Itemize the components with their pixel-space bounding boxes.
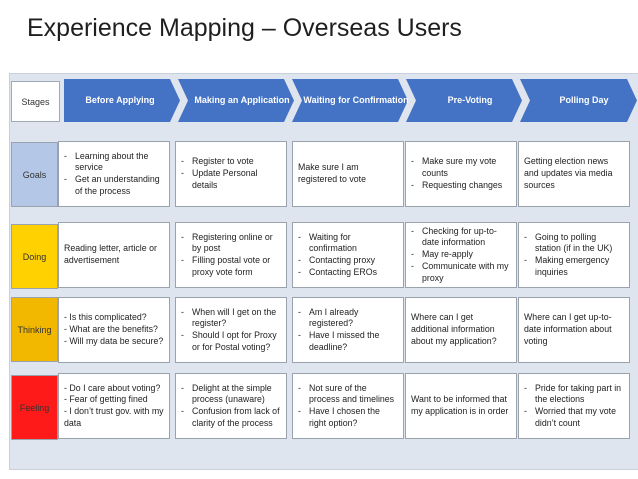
cell-list: Getting election news and updates via me…	[524, 156, 624, 191]
stage-making-application: Making an Application	[194, 95, 290, 106]
cell-list: Pride for taking part in the electionsWo…	[524, 383, 624, 430]
cell-line: Waiting for confirmation	[298, 232, 398, 255]
cell-list: Going to polling station (if in the UK)M…	[524, 232, 624, 279]
cell-list: Waiting for confirmationContacting proxy…	[298, 232, 398, 279]
cell-line: Registering online or by post	[181, 232, 281, 255]
cell-line: Make sure my vote counts	[411, 156, 511, 179]
cell-line: Contacting EROs	[298, 267, 398, 279]
map-cell: Pride for taking part in the electionsWo…	[518, 373, 630, 439]
cell-line: - Do I care about voting?	[64, 382, 161, 393]
page-title: Experience Mapping – Overseas Users	[27, 14, 462, 42]
cell-line: Confusion from lack of clarity of the pr…	[181, 406, 281, 429]
cell-line: Getting election news and updates via me…	[524, 156, 613, 190]
cell-line: Requesting changes	[411, 180, 511, 192]
row-label-doing: Doing	[11, 224, 58, 289]
map-cell: Am I already registered?Have I missed th…	[292, 297, 404, 363]
cell-line: Pride for taking part in the elections	[524, 383, 624, 406]
cell-list: - Is this complicated?- What are the ben…	[64, 312, 163, 347]
cell-line: - Is this complicated?	[64, 312, 147, 323]
map-cell: Where can I get additional information a…	[405, 297, 517, 363]
cell-line: Learning about the service	[64, 151, 164, 174]
cell-line: Am I already registered?	[298, 307, 398, 330]
map-cell: Getting election news and updates via me…	[518, 141, 630, 207]
cell-line: Reading letter, article or advertisement	[64, 243, 157, 265]
cell-list: Where can I get up-to-date information a…	[524, 312, 624, 347]
map-cell: Register to voteUpdate Personal details	[175, 141, 287, 207]
row-label-feeling: Feeling	[11, 375, 58, 440]
stage-before-applying: Before Applying	[85, 95, 155, 106]
map-cell: Want to be informed that my application …	[405, 373, 517, 439]
cell-line: Have I chosen the right option?	[298, 406, 398, 429]
cell-line: Get an understanding of the process	[64, 174, 164, 197]
cell-line: Communicate with my proxy	[411, 261, 511, 284]
map-cell: Make sure my vote countsRequesting chang…	[405, 141, 517, 207]
cell-line: Want to be informed that my application …	[411, 394, 509, 416]
cell-line: Contacting proxy	[298, 255, 398, 267]
cell-list: Reading letter, article or advertisement	[64, 243, 164, 266]
map-cell: Not sure of the process and timelinesHav…	[292, 373, 404, 439]
cell-list: Where can I get additional information a…	[411, 312, 511, 347]
map-cell: Make sure I am registered to vote	[292, 141, 404, 207]
map-cell: When will I get on the register?Should I…	[175, 297, 287, 363]
cell-line: Where can I get additional information a…	[411, 312, 497, 346]
stages-label: Stages	[11, 81, 60, 122]
row-label-goals: Goals	[11, 142, 58, 207]
cell-list: Not sure of the process and timelinesHav…	[298, 383, 398, 430]
cell-line: Delight at the simple process (unaware)	[181, 383, 281, 406]
cell-line: Should I opt for Proxy or for Postal vot…	[181, 330, 281, 353]
cell-line: - I don’t trust gov. with my data	[64, 406, 164, 428]
cell-list: When will I get on the register?Should I…	[181, 307, 281, 354]
map-cell: Going to polling station (if in the UK)M…	[518, 222, 630, 288]
cell-line: Not sure of the process and timelines	[298, 383, 398, 406]
cell-line: Make sure I am registered to vote	[298, 162, 366, 184]
map-cell: Registering online or by postFilling pos…	[175, 222, 287, 288]
stage-waiting-confirmation: Waiting for Confirmation	[303, 95, 409, 106]
map-cell: Waiting for confirmationContacting proxy…	[292, 222, 404, 288]
map-cell: Learning about the serviceGet an underst…	[58, 141, 170, 207]
stage-pre-voting: Pre-Voting	[447, 95, 493, 106]
map-cell: Where can I get up-to-date information a…	[518, 297, 630, 363]
cell-line: Where can I get up-to-date information a…	[524, 312, 612, 346]
cell-line: Worried that my vote didn’t count	[524, 406, 624, 429]
cell-line: Going to polling station (if in the UK)	[524, 232, 624, 255]
map-cell: - Do I care about voting?- Fear of getti…	[58, 373, 170, 439]
row-label-thinking: Thinking	[11, 297, 58, 362]
cell-list: Registering online or by postFilling pos…	[181, 232, 281, 279]
cell-line: - What are the benefits?	[64, 324, 158, 335]
cell-list: Make sure I am registered to vote	[298, 162, 398, 185]
cell-list: Am I already registered?Have I missed th…	[298, 307, 398, 354]
stage-polling-day: Polling Day	[559, 95, 609, 106]
cell-line: Register to vote	[181, 156, 281, 168]
cell-line: - Will my data be secure?	[64, 335, 164, 346]
cell-line: When will I get on the register?	[181, 307, 281, 330]
cell-line: - Fear of getting fined	[64, 394, 148, 405]
map-cell: Reading letter, article or advertisement	[58, 222, 170, 288]
cell-list: Delight at the simple process (unaware)C…	[181, 383, 281, 430]
cell-list: Register to voteUpdate Personal details	[181, 156, 281, 191]
cell-list: Checking for up-to-date informationMay r…	[411, 226, 511, 284]
map-cell: Delight at the simple process (unaware)C…	[175, 373, 287, 439]
cell-list: Learning about the serviceGet an underst…	[64, 151, 164, 198]
cell-line: Have I missed the deadline?	[298, 330, 398, 353]
map-cell: - Is this complicated?- What are the ben…	[58, 297, 170, 363]
cell-list: Want to be informed that my application …	[411, 394, 511, 417]
cell-line: May re-apply	[411, 249, 511, 261]
cell-line: Making emergency inquiries	[524, 255, 624, 278]
cell-line: Checking for up-to-date information	[411, 226, 511, 249]
cell-list: Make sure my vote countsRequesting chang…	[411, 156, 511, 191]
cell-list: - Do I care about voting?- Fear of getti…	[64, 383, 164, 430]
cell-line: Update Personal details	[181, 168, 281, 191]
map-cell: Checking for up-to-date informationMay r…	[405, 222, 517, 288]
cell-line: Filling postal vote or proxy vote form	[181, 255, 281, 278]
